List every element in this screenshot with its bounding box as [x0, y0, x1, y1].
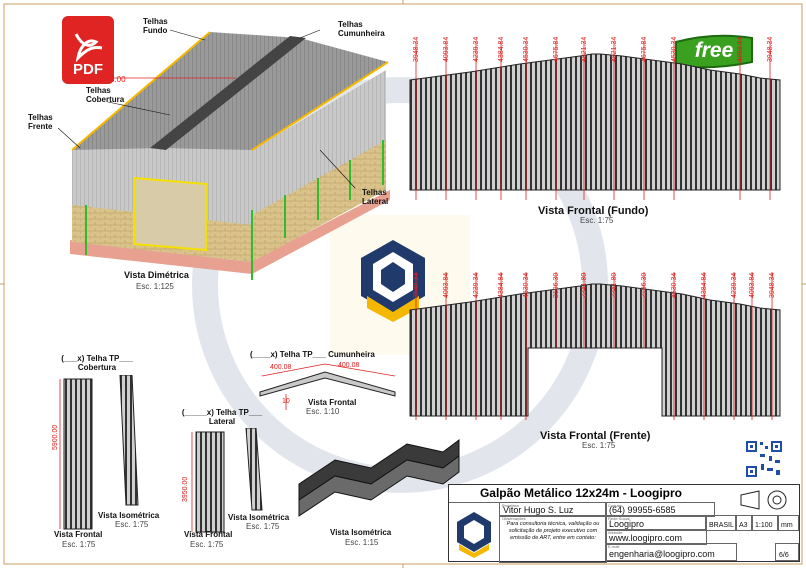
dim-fundo-2: 4093.84: [443, 36, 450, 62]
telha-lateral-front-title: Vista Frontal: [184, 530, 233, 539]
dim-frente-1: 3948.34: [413, 272, 420, 298]
telha-cumunheira-front-title: Vista Frontal: [308, 398, 357, 407]
dim-frente-2: 4093.84: [443, 272, 450, 298]
telha-cumunheira-title: (____x) Telha TP___ Cumunheira: [250, 350, 375, 359]
iso-tile-drawing: [298, 439, 460, 517]
frontal-fundo-drawing: [409, 42, 781, 200]
dim-frente-13: 4093.84: [749, 272, 756, 298]
projection-symbol-icon: [740, 490, 787, 510]
telha-cumunheira-dim-left: 400.08: [270, 364, 292, 371]
dim-frente-14: 3948.34: [769, 272, 776, 298]
dimetric-dim: 3.00: [110, 75, 126, 84]
frontal-frente-scale: Esc. 1:75: [582, 441, 616, 450]
dim-frente-4: 4384.84: [498, 272, 505, 298]
dim-fundo-11: 4093.84: [737, 36, 744, 62]
telha-lateral-title: (_____x) Telha TP___ Lateral: [181, 408, 263, 426]
company-logo-icon: [449, 502, 500, 561]
title-block: Galpão Metálico 12x24m - Loogipro Projet…: [448, 484, 800, 563]
dim-fundo-7: 4821.34: [581, 36, 588, 62]
telha-cumunheira-dim-right: 400.08: [338, 362, 360, 369]
dim-fundo-1: 3948.34: [413, 36, 420, 62]
telha-lateral-iso-scale: Esc. 1:75: [246, 522, 280, 531]
telha-cobertura-drawing: [59, 375, 139, 530]
pdf-icon: PDF: [62, 16, 114, 84]
qr-code-icon: [745, 440, 783, 478]
free-badge: free: [672, 32, 756, 72]
dimetric-title: Vista Dimétrica: [124, 270, 189, 280]
pagina-cell: 6/6: [775, 543, 799, 561]
frontal-fundo-scale: Esc. 1:75: [580, 216, 614, 225]
iso-tile-title: Vista Isométrica: [330, 528, 392, 537]
telha-cobertura-front-title: Vista Frontal: [54, 530, 103, 539]
dim-fundo-10: 4530.34: [671, 36, 678, 62]
escala-cell: 1:100: [751, 515, 779, 531]
dim-frente-5: 4530.34: [523, 272, 530, 298]
frontal-fundo-dims: 3948.34 4093.84 4239.34 4384.84 4530.34 …: [410, 24, 790, 64]
telha-lateral-iso-title: Vista Isométrica: [228, 513, 290, 522]
dim-frente-6: 2196.30: [553, 272, 560, 298]
frontal-frente-title: Vista Frontal (Frente): [540, 430, 651, 442]
contato-cell: Contato(64) 99955-6585: [605, 502, 715, 517]
pdf-label: PDF: [73, 61, 103, 78]
unidade-cell: mm: [777, 515, 799, 531]
dim-frente-8: 2341.80: [611, 272, 618, 298]
dim-frente-7: 2341.80: [581, 272, 588, 298]
dim-fundo-9: 4675.84: [641, 36, 648, 62]
telha-cumunheira-front-scale: Esc. 1:10: [306, 407, 340, 416]
telha-lateral-drawing: [191, 428, 263, 533]
dim-frente-10: 4530.34: [671, 272, 678, 298]
telha-cumunheira-drawing: [259, 363, 396, 410]
center-logo: [361, 240, 425, 322]
telha-cobertura-dim: 5900.00: [52, 424, 59, 450]
iso-tile-scale: Esc. 1:15: [345, 538, 379, 547]
dim-fundo-4: 4384.84: [498, 36, 505, 62]
dim-frente-12: 4239.34: [731, 272, 738, 298]
frontal-fundo-title: Vista Frontal (Fundo): [538, 205, 649, 217]
pais-cell: BRASIL: [705, 515, 737, 531]
telha-cobertura-iso-title: Vista Isométrica: [98, 511, 160, 520]
dim-frente-9: 2196.30: [641, 272, 648, 298]
dim-fundo-6: 4675.84: [553, 36, 560, 62]
telha-lateral-front-scale: Esc. 1:75: [190, 540, 224, 549]
dim-fundo-8: 4821.34: [611, 36, 618, 62]
frontal-frente-dims: 3948.34 4093.84 4239.34 4384.84 4530.34 …: [410, 260, 790, 300]
telha-cobertura-iso-scale: Esc. 1:75: [115, 520, 149, 529]
dim-frente-3: 4239.34: [473, 272, 480, 298]
frontal-frente-drawing: [409, 272, 781, 420]
dimetric-scale: Esc. 1:125: [136, 282, 174, 291]
folha-cell: A3: [735, 515, 753, 531]
free-label: free: [694, 39, 734, 62]
dim-fundo-12: 3948.34: [767, 36, 774, 62]
dim-frente-11: 4384.84: [701, 272, 708, 298]
telha-cumunheira-dim-small: 10: [282, 398, 290, 405]
title-block-title: Galpão Metálico 12x24m - Loogipro: [449, 485, 713, 503]
telha-cobertura-title: (___x) Telha TP___ Cobertura: [61, 354, 133, 372]
telha-lateral-dim: 3950.00: [182, 476, 189, 502]
telha-cobertura-front-scale: Esc. 1:75: [62, 540, 96, 549]
dim-fundo-3: 4239.34: [473, 36, 480, 62]
dim-fundo-5: 4530.34: [523, 36, 530, 62]
